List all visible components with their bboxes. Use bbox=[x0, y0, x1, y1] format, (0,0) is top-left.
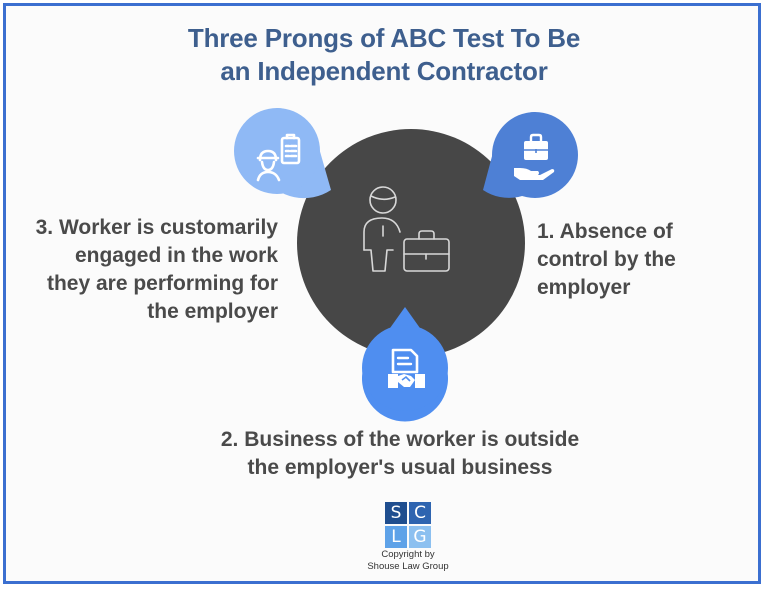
prong-2-label: 2. Business of the worker is outside the… bbox=[200, 426, 600, 482]
prong-2-line-1: 2. Business of the worker is outside bbox=[220, 428, 580, 451]
center-circle bbox=[297, 129, 525, 357]
title-line-1: Three Prongs of ABC Test To Be bbox=[187, 23, 581, 53]
prong-3-line-2: engaged in the work bbox=[74, 244, 278, 267]
copyright-text: Copyright by Shouse Law Group bbox=[330, 549, 486, 573]
sclg-logo: S C L G bbox=[385, 502, 431, 548]
prong-2-line-2: the employer's usual business bbox=[247, 456, 553, 479]
logo-cell-c: C bbox=[409, 502, 431, 524]
logo-cell-l: L bbox=[385, 526, 407, 548]
hand-holding-briefcase-icon bbox=[514, 133, 555, 180]
prong-1-line-2: control by the bbox=[537, 248, 676, 271]
copyright-line-2: Shouse Law Group bbox=[367, 561, 449, 572]
prong-3-line-3: they are performing for bbox=[46, 272, 278, 295]
prong-3-label: 3. Worker is customarily engaged in the … bbox=[20, 214, 278, 326]
prong-1-pin bbox=[483, 112, 578, 198]
logo-cell-s: S bbox=[385, 502, 407, 524]
logo-cell-g: G bbox=[409, 526, 431, 548]
prong-1-line-3: employer bbox=[537, 276, 631, 299]
page-title: Three Prongs of ABC Test To Be an Indepe… bbox=[0, 22, 768, 88]
worker-clipboard-icon bbox=[256, 133, 301, 182]
person-with-briefcase-icon bbox=[363, 186, 450, 272]
prong-3-line-1: 3. Worker is customarily bbox=[35, 216, 278, 239]
contract-handshake-icon bbox=[388, 348, 425, 388]
copyright-line-1: Copyright by bbox=[381, 549, 435, 560]
prong-3-line-4: the employer bbox=[147, 300, 278, 323]
prong-1-line-1: 1. Absence of bbox=[537, 220, 673, 243]
prong-1-label: 1. Absence of control by the employer bbox=[537, 218, 737, 302]
prong-2-pin bbox=[362, 307, 448, 422]
title-line-2: an Independent Contractor bbox=[220, 56, 548, 86]
prong-3-pin bbox=[234, 108, 331, 199]
